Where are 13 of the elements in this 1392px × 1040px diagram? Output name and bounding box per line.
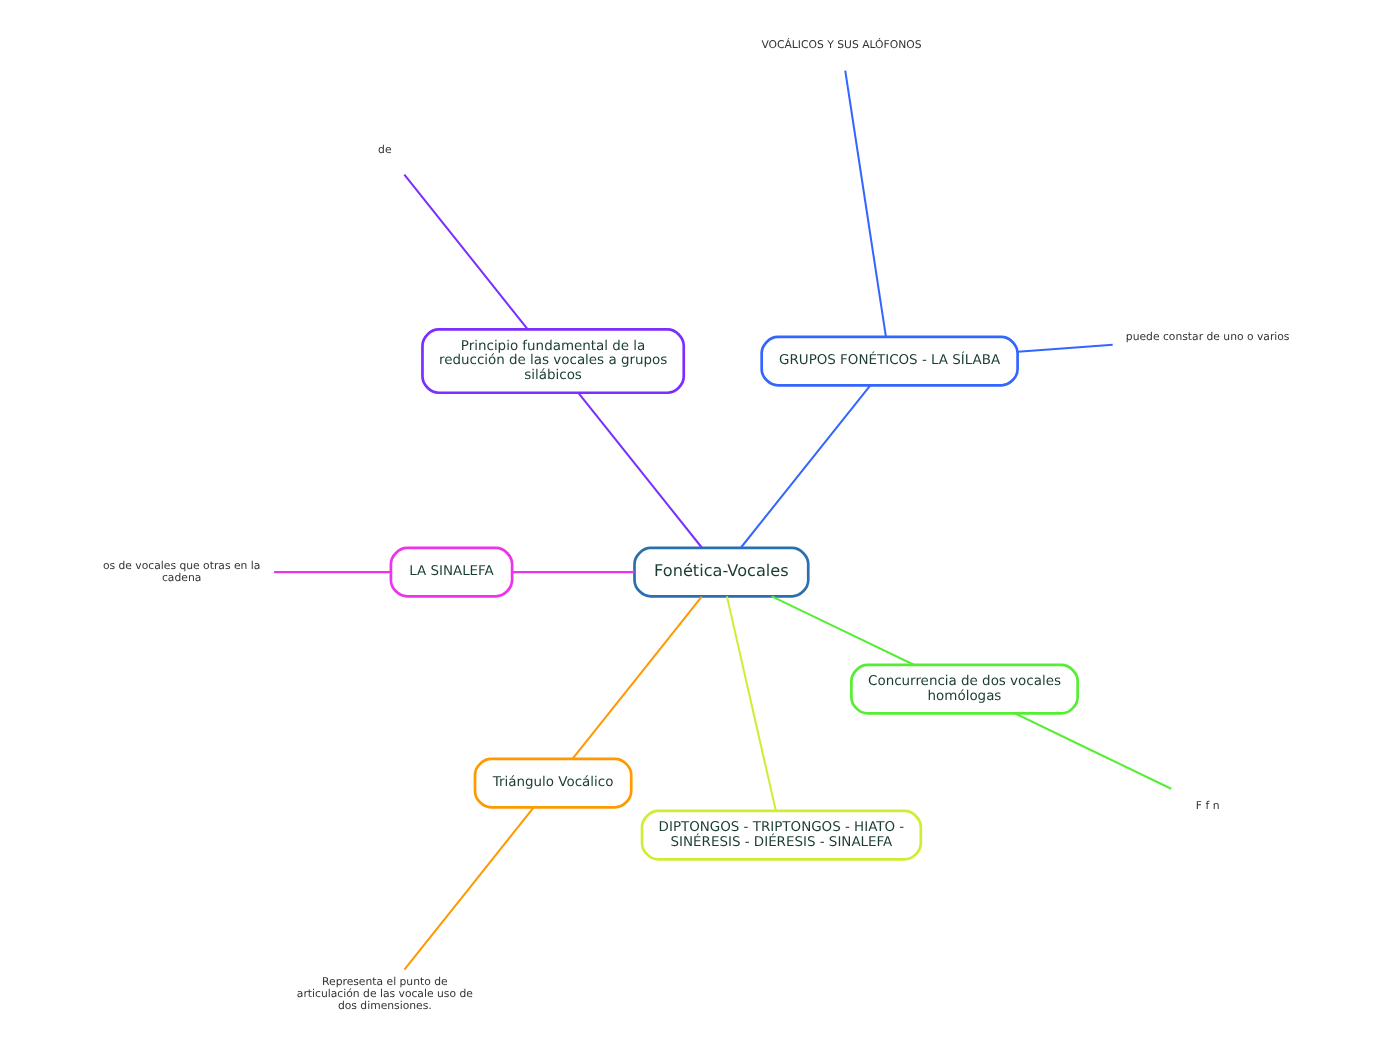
connector: [512, 571, 635, 574]
node-box: Fonética-Vocales: [633, 546, 810, 598]
connector: [571, 596, 703, 760]
connector: [403, 173, 529, 330]
connector: [771, 595, 915, 666]
connector: [1014, 712, 1172, 790]
connector: [403, 807, 535, 971]
connector: [1017, 343, 1113, 353]
connector: [725, 596, 777, 811]
connector: [577, 392, 703, 549]
connector: [844, 70, 887, 337]
connector: [274, 571, 391, 574]
connector: [740, 384, 871, 549]
